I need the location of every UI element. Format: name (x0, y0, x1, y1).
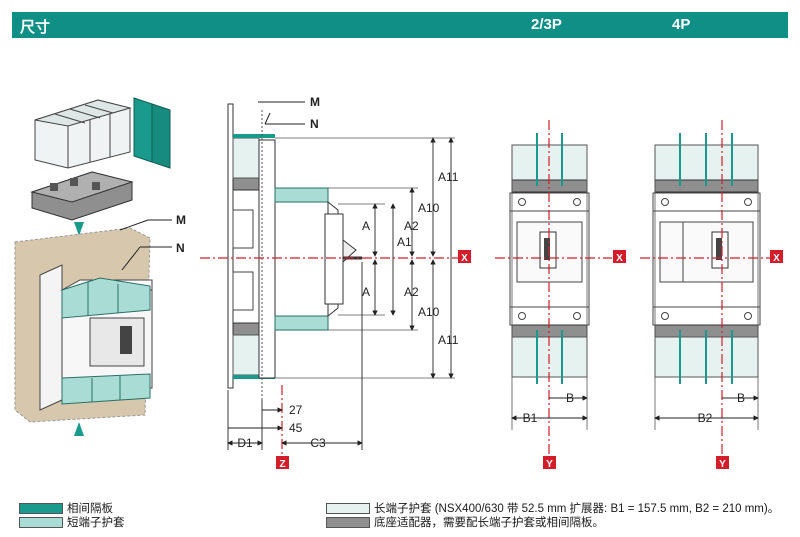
axis-x-label-4p: X (773, 253, 780, 264)
dim-label-a11-top: A11 (438, 170, 459, 184)
dim-label-b1: B1 (523, 411, 538, 425)
phase-barrier-3d (133, 97, 171, 169)
dim-label-a-bottom: A (362, 285, 370, 299)
breaker-3d-illustration (14, 97, 172, 436)
dim-label-b-4p: B (737, 391, 745, 405)
legend-label-base-adapter: 底座适配器，需要配长端子护套或相间隔板。 (374, 517, 604, 529)
legend-phase-barrier: 相间隔板 (19, 500, 113, 516)
legend-swatch-base-adapter (326, 516, 370, 528)
dim-label-45: 45 (289, 421, 303, 435)
legend-label-phase-barrier: 相间隔板 (67, 503, 113, 515)
header-bar: 尺寸 2/3P 4P (12, 12, 788, 38)
dim-label-a1: A1 (397, 235, 412, 249)
axis-y-badge-4p (716, 456, 729, 469)
axis-y-label-3p: Y (546, 459, 553, 470)
front-view-4p (652, 133, 761, 430)
label-m-side: M (310, 95, 320, 109)
dim-label-a2-bottom: A2 (404, 285, 419, 299)
column-title-3p: 2/3P (531, 16, 562, 33)
axis-x-badge-3p (613, 250, 626, 263)
dim-label-a10-bottom: A10 (418, 305, 440, 319)
axis-y-badge-3p (543, 456, 556, 469)
axis-x-label-side: X (461, 253, 468, 264)
axis-x-label-3p: X (616, 253, 623, 264)
dim-label-a10-top: A10 (418, 201, 440, 215)
long-terminal-shield-3d (34, 99, 132, 169)
dim-label-b2: B2 (698, 411, 713, 425)
legend-label-long-shield: 长端子护套 (NSX400/630 带 52.5 mm 扩展器: B1 = 15… (374, 503, 780, 515)
dim-label-a-top: A (362, 219, 370, 233)
page-title: 尺寸 (20, 19, 51, 36)
legend-base-adapter: 底座适配器，需要配长端子护套或相间隔板。 (326, 514, 604, 530)
axis-z-label: Z (279, 459, 285, 470)
legend-label-short-shield: 短端子护套 (67, 517, 125, 529)
legend-short-shield: 短端子护套 (19, 514, 125, 530)
vertical-dimension-lines (372, 137, 454, 379)
legend-swatch-long-shield (326, 502, 370, 514)
axis-x-badge-4p (770, 250, 783, 263)
axis-y-label-4p: Y (719, 459, 726, 470)
side-view (227, 101, 362, 400)
axis-z-badge (276, 456, 289, 469)
horizontal-dimension-lines (227, 262, 363, 450)
legend-swatch-short-shield (19, 516, 63, 528)
label-n-3d: N (176, 241, 185, 255)
base-adapter-3d (30, 171, 134, 221)
legend-long-shield: 长端子护套 (NSX400/630 带 52.5 mm 扩展器: B1 = 15… (326, 500, 779, 516)
assembly-arrow-up-icon (74, 422, 84, 436)
dim-label-c3: C3 (310, 436, 326, 450)
dim-label-a11-bottom: A11 (438, 333, 459, 347)
dim-label-d1: D1 (237, 436, 253, 450)
label-m-3d: M (176, 213, 186, 227)
short-terminal-shield-3d (61, 277, 151, 405)
dim-label-b-3p: B (566, 391, 574, 405)
label-n-side: N (310, 117, 319, 131)
column-title-4p: 4P (672, 16, 691, 33)
assembly-arrow-down-icon (74, 222, 84, 236)
axis-x-badge-side (458, 250, 471, 263)
dim-label-a2-top: A2 (404, 219, 419, 233)
legend-swatch-phase-barrier (19, 502, 63, 514)
dim-label-27: 27 (289, 403, 303, 417)
